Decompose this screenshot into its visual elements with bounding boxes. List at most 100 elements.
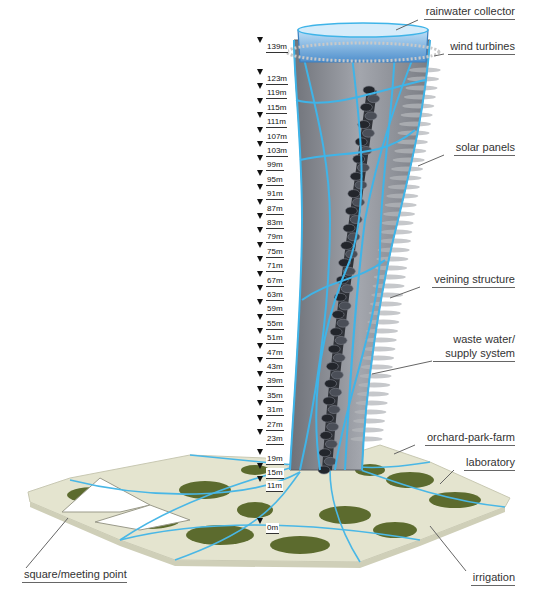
solar-fin — [391, 166, 423, 171]
square-sculpture — [62, 478, 190, 530]
label-holder: solar panels — [454, 140, 515, 156]
solar-fin — [360, 373, 392, 378]
level-marker — [257, 112, 263, 118]
elevation-label: 35m — [266, 391, 284, 402]
solar-fin — [393, 157, 425, 162]
leader-lines — [26, 20, 466, 571]
callout-label: laboratory — [464, 455, 515, 471]
solar-fin — [399, 121, 431, 126]
solar-fin — [365, 337, 397, 342]
label-holder: 139m — [266, 35, 288, 53]
callout-label: wind turbines — [448, 39, 515, 55]
elevation-label: 71m — [266, 261, 284, 272]
level-marker — [257, 83, 263, 89]
elevation-label: 0m — [266, 523, 279, 534]
core-link — [328, 345, 340, 353]
solar-fin — [356, 400, 388, 405]
base-veining — [70, 455, 505, 562]
core-link — [353, 198, 365, 206]
elevation-label: 115m — [266, 103, 287, 114]
core-link — [341, 285, 353, 293]
label-holder: wind turbines — [448, 39, 515, 55]
level-marker — [257, 371, 263, 377]
core-link — [343, 224, 355, 232]
elevation-label: 103m — [266, 146, 288, 157]
label-holder: 19m — [266, 447, 284, 465]
elevation-label: 75m — [266, 247, 284, 258]
label-holder: irrigation — [471, 570, 515, 586]
core-link — [327, 423, 339, 431]
core-link — [345, 207, 357, 215]
core-link — [360, 103, 372, 111]
callout-label: rainwater collector — [424, 4, 515, 20]
elevation-label: 63m — [266, 290, 284, 301]
level-marker — [257, 400, 263, 406]
solar-fin — [353, 418, 385, 423]
level-marker — [257, 271, 263, 277]
level-marker — [257, 69, 263, 75]
solar-fin — [363, 346, 395, 351]
elevation-label: 67m — [266, 276, 284, 287]
solar-fin — [366, 328, 398, 333]
core-link — [332, 311, 344, 319]
core-link — [319, 449, 331, 457]
level-marker — [257, 199, 263, 205]
level-marker — [257, 314, 263, 320]
solar-fin — [386, 193, 418, 198]
solar-fin — [394, 148, 426, 153]
core-link — [350, 216, 362, 224]
callout-label: solar panels — [454, 140, 515, 156]
solar-fin — [404, 94, 436, 99]
label-holder: rainwater collector — [424, 4, 515, 20]
solar-fin — [405, 85, 437, 90]
solar-fin — [350, 436, 382, 441]
solar-fin — [376, 256, 408, 261]
elevation-label: 23m — [266, 434, 284, 445]
solar-fin — [401, 112, 433, 117]
callout-label: orchard-park-farm — [425, 430, 515, 446]
core-link — [320, 431, 332, 439]
level-marker — [257, 328, 263, 334]
level-marker — [257, 184, 263, 190]
label-holder: 123m — [266, 67, 288, 85]
level-marker — [257, 343, 263, 349]
level-marker — [257, 299, 263, 305]
core-link — [330, 328, 342, 336]
level-marker — [257, 213, 263, 219]
elevation-label: 47m — [266, 348, 284, 359]
solar-panels — [350, 67, 440, 441]
level-marker — [257, 449, 263, 455]
elevation-label: 99m — [266, 160, 284, 171]
core-link — [348, 190, 360, 198]
core-link — [365, 112, 377, 120]
level-marker — [257, 227, 263, 233]
label-holder: square/meeting point — [22, 567, 127, 583]
solar-fin — [388, 184, 420, 189]
elevation-label: 95m — [266, 175, 284, 186]
level-marker — [257, 285, 263, 291]
elevation-label: 139m — [266, 42, 288, 53]
core-link — [348, 233, 360, 241]
solar-fin — [379, 238, 411, 243]
callout-label: irrigation — [471, 570, 515, 586]
level-marker — [257, 155, 263, 161]
level-marker — [257, 256, 263, 262]
elevation-label: 19m — [266, 454, 284, 465]
core-link — [341, 241, 353, 249]
core-link — [368, 95, 380, 103]
core-link — [357, 164, 369, 172]
elevation-label: 111m — [266, 117, 287, 128]
core-link — [350, 172, 362, 180]
elevation-label: 31m — [266, 405, 284, 416]
callout-label: veining structure — [432, 272, 515, 288]
solar-fin — [389, 175, 421, 180]
core-link — [362, 129, 374, 137]
elevation-label: 107m — [266, 132, 288, 143]
level-marker — [257, 141, 263, 147]
elevation-label: 43m — [266, 362, 284, 373]
core-link — [321, 414, 333, 422]
level-marker — [257, 518, 263, 524]
level-marker — [257, 476, 263, 482]
elevation-label: 55m — [266, 319, 284, 330]
elevation-label: 83m — [266, 218, 284, 229]
